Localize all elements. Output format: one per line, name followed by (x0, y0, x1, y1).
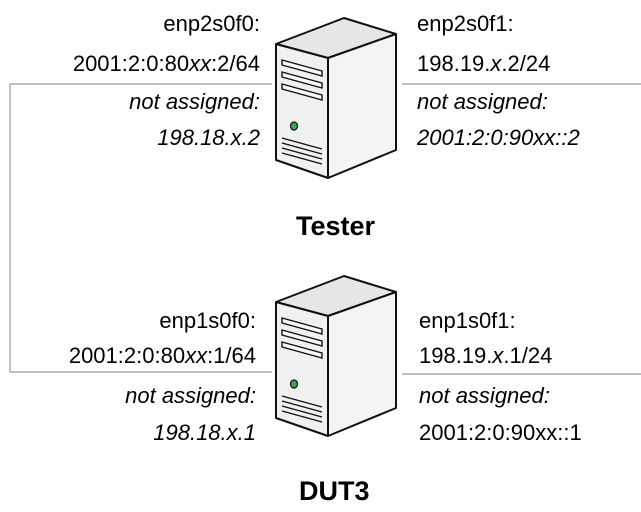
dut-name: DUT3 (299, 476, 370, 506)
dut-right-port-address: 198.19.x.1/24 (419, 345, 552, 367)
tester-right-port-address: 198.19.x.2/24 (417, 53, 550, 75)
address-prefix: 198.19. (417, 51, 491, 76)
tester-left-port-address: 2001:2:0:80xx:2/64 (73, 53, 260, 75)
tester-server-icon (275, 17, 397, 179)
address-prefix: 2001:2:0:80 (68, 343, 186, 368)
address-variable: x (492, 343, 504, 368)
tester-right-port-name: enp2s0f1: (417, 11, 514, 36)
address-suffix: .1/24 (503, 343, 553, 368)
address-prefix: 2001:2:0:80 (72, 51, 190, 76)
tester-left-port-name: enp2s0f0: (163, 11, 260, 36)
dut-left-not-assigned-value: 198.18.x.1 (153, 420, 256, 445)
dut-left-port-name: enp1s0f0: (159, 308, 256, 333)
tester-left-not-assigned-value: 198.18.x.2 (157, 125, 260, 150)
dut-left-not-assigned-label: not assigned: (125, 383, 256, 408)
tester-left-not-assigned-label: not assigned: (129, 89, 260, 114)
address-variable: x (490, 51, 502, 76)
address-suffix: .2/24 (501, 51, 551, 76)
link-left (9, 83, 272, 373)
tester-name: Tester (296, 211, 376, 241)
dut-right-port-name: enp1s0f1: (419, 308, 516, 333)
address-variable: xx (185, 343, 208, 368)
dut-right-not-assigned-value: 2001:2:0:90xx::1 (419, 420, 582, 445)
address-variable: xx (189, 51, 212, 76)
dut-server-icon (275, 275, 397, 437)
address-prefix: 198.19. (419, 343, 493, 368)
tester-right-not-assigned-label: not assigned: (417, 89, 548, 114)
address-suffix: :2/64 (211, 51, 260, 76)
address-suffix: :1/64 (207, 343, 256, 368)
tester-right-not-assigned-value: 2001:2:0:90xx::2 (417, 125, 580, 150)
dut-left-port-address: 2001:2:0:80xx:1/64 (69, 345, 256, 367)
dut-right-not-assigned-label: not assigned: (419, 383, 550, 408)
